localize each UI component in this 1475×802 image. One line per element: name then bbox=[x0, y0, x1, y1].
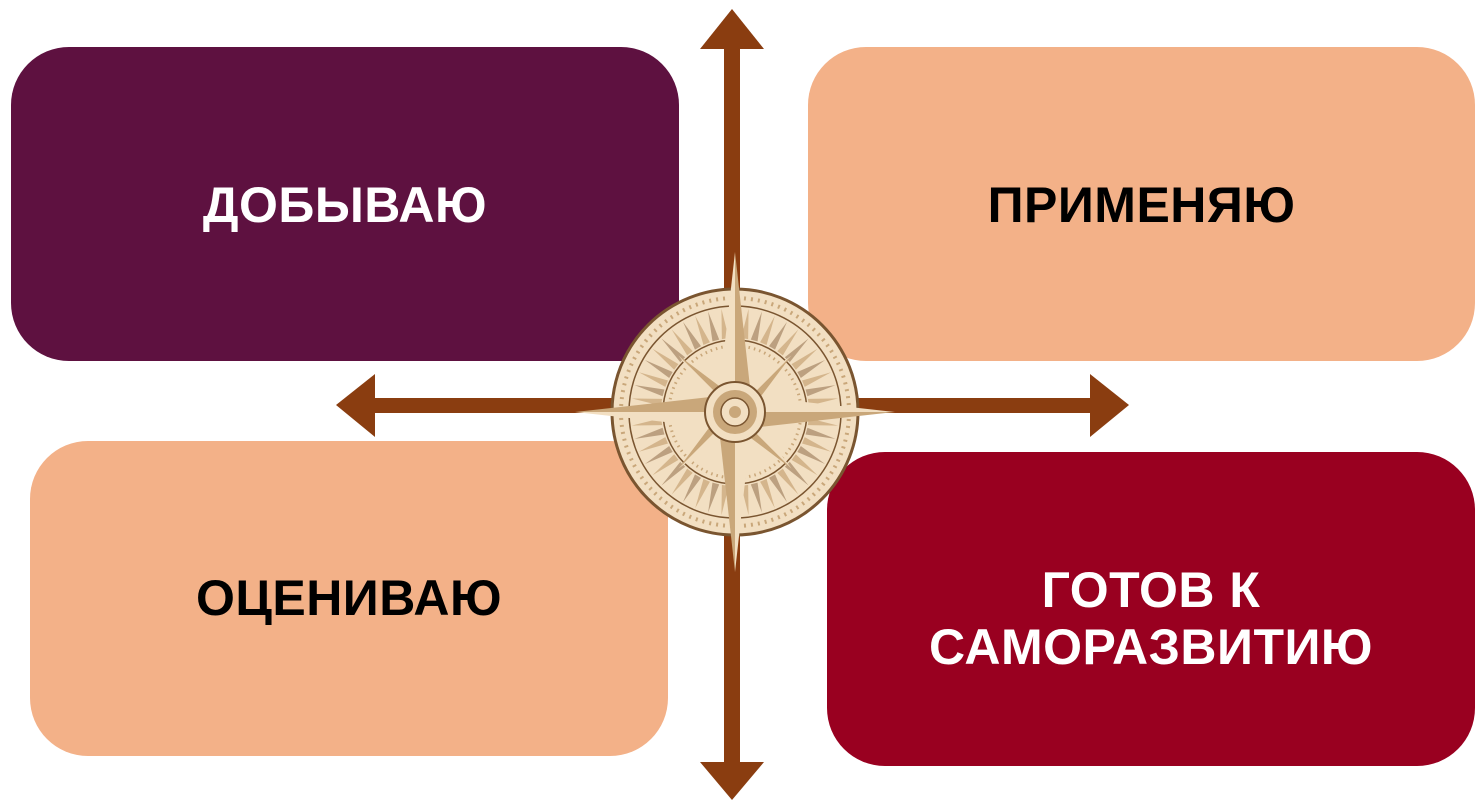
arrow-right-icon bbox=[1090, 374, 1129, 437]
compass-ray bbox=[638, 372, 668, 387]
arrow-up-icon bbox=[700, 9, 764, 49]
quadrant-top-left: ДОБЫВАЮ bbox=[11, 47, 679, 361]
quadrant-bottom-right: ГОТОВ К САМОРАЗВИТИЮ bbox=[827, 452, 1475, 766]
compass-ray bbox=[768, 474, 787, 503]
compass-ray bbox=[652, 454, 679, 476]
compass-ray bbox=[671, 329, 693, 356]
compass-ray bbox=[805, 385, 836, 397]
compass-ray bbox=[644, 360, 673, 379]
compass-ray bbox=[661, 461, 686, 486]
arrow-left-icon bbox=[336, 374, 375, 437]
compass-ray bbox=[760, 315, 775, 345]
compass-ray bbox=[802, 372, 832, 387]
compass-ray bbox=[695, 479, 710, 509]
compass-rays bbox=[631, 308, 839, 516]
quadrant-top-right: ПРИМЕНЯЮ bbox=[808, 47, 1475, 361]
compass-ray bbox=[797, 445, 826, 464]
compass-ray bbox=[695, 315, 710, 345]
compass-ray bbox=[634, 427, 665, 439]
compass-ray bbox=[671, 468, 693, 495]
compass-ray bbox=[777, 468, 799, 495]
compass-ray bbox=[750, 482, 762, 513]
compass-ray bbox=[683, 321, 702, 350]
compass-rose-icon bbox=[575, 252, 895, 572]
compass-ray bbox=[661, 338, 686, 363]
compass-ray bbox=[750, 311, 762, 342]
compass-ray bbox=[708, 311, 720, 342]
compass-ray bbox=[708, 482, 720, 513]
quadrant-top-left-label: ДОБЫВАЮ bbox=[202, 177, 488, 233]
compass-ray bbox=[638, 437, 668, 452]
compass-ray bbox=[791, 348, 818, 370]
quadrant-bottom-left: ОЦЕНИВАЮ bbox=[30, 441, 668, 756]
compass-cardinal-points bbox=[575, 252, 895, 572]
quadrant-bottom-left-label: ОЦЕНИВАЮ bbox=[195, 569, 503, 626]
quadrant-bottom-right-label: ГОТОВ К САМОРАЗВИТИЮ bbox=[929, 561, 1373, 676]
compass-ray bbox=[634, 385, 665, 397]
arrow-down-icon bbox=[700, 762, 764, 800]
compass-ray bbox=[791, 454, 818, 476]
compass-ray bbox=[652, 348, 679, 370]
compass-ray bbox=[777, 329, 799, 356]
compass-ray bbox=[802, 437, 832, 452]
compass-ray bbox=[797, 360, 826, 379]
compass-ray bbox=[683, 474, 702, 503]
compass-hub-center bbox=[729, 406, 741, 418]
quadrant-top-right-label: ПРИМЕНЯЮ bbox=[987, 177, 1296, 233]
compass-ray bbox=[805, 427, 836, 439]
compass-ray bbox=[760, 479, 775, 509]
compass-ray bbox=[644, 445, 673, 464]
compass-ray bbox=[768, 321, 787, 350]
